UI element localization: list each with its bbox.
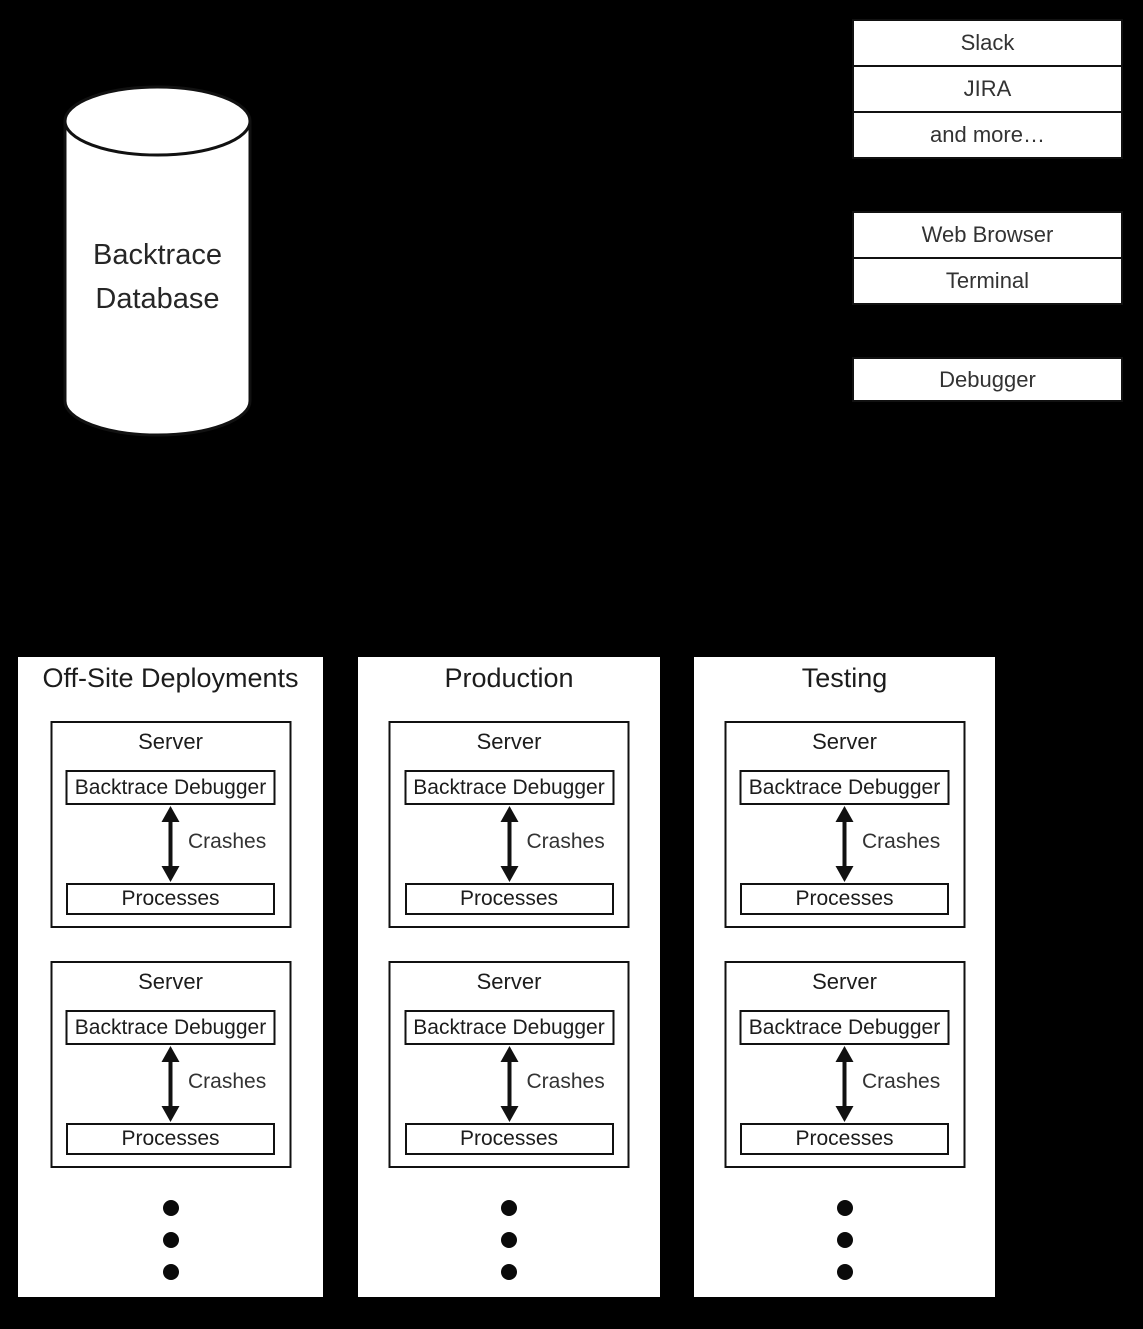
processes-box: Processes <box>404 883 614 915</box>
tools-stack: Debugger <box>852 357 1123 402</box>
panel-offsite-deployments: Off-Site Deployments Server Backtrace De… <box>18 657 323 1297</box>
backtrace-debugger-box: Backtrace Debugger <box>65 1010 276 1045</box>
crashes-double-arrow-icon <box>835 806 854 882</box>
dot <box>162 1264 179 1280</box>
tool-debugger: Debugger <box>852 357 1123 402</box>
database-label-line1: Backtrace <box>93 239 222 271</box>
more-servers-ellipsis <box>501 1200 517 1280</box>
server-label: Server <box>138 969 203 994</box>
server-card: Server Backtrace Debugger Crashes Proces… <box>50 721 291 928</box>
database-cylinder-icon <box>63 85 252 437</box>
backtrace-debugger-box: Backtrace Debugger <box>739 770 950 805</box>
backtrace-database-cylinder: Backtrace Database <box>63 85 252 437</box>
crashes-label: Crashes <box>188 830 267 853</box>
server-card: Server Backtrace Debugger Crashes Proces… <box>50 961 291 1168</box>
processes-box: Processes <box>66 883 275 915</box>
processes-box: Processes <box>404 1123 614 1155</box>
panel-title-testing: Testing <box>801 663 888 693</box>
backtrace-debugger-box: Backtrace Debugger <box>739 1010 950 1045</box>
server-label: Server <box>812 969 877 994</box>
server-label: Server <box>138 729 203 754</box>
integration-more: and more… <box>852 111 1123 159</box>
server-card: Server Backtrace Debugger Crashes Proces… <box>724 721 965 928</box>
dot <box>836 1200 853 1216</box>
more-servers-ellipsis <box>836 1200 853 1280</box>
crashes-label: Crashes <box>526 830 605 853</box>
crashes-label: Crashes <box>862 1070 941 1093</box>
panel-testing: Testing Server Backtrace Debugger Crashe… <box>694 657 995 1297</box>
crashes-double-arrow-icon <box>835 1046 854 1122</box>
dot <box>836 1232 853 1248</box>
processes-box: Processes <box>66 1123 275 1155</box>
processes-box: Processes <box>740 883 949 915</box>
crashes-label: Crashes <box>188 1070 267 1093</box>
crashes-double-arrow-icon <box>500 806 518 882</box>
server-label: Server <box>812 729 877 754</box>
more-servers-ellipsis <box>162 1200 179 1280</box>
dot <box>836 1264 853 1280</box>
dot <box>162 1200 179 1216</box>
server-card: Server Backtrace Debugger Crashes Proces… <box>388 961 630 1168</box>
backtrace-debugger-box: Backtrace Debugger <box>404 1010 614 1045</box>
client-terminal: Terminal <box>852 257 1123 305</box>
server-label: Server <box>476 969 542 994</box>
panel-production: Production Server Backtrace Debugger Cra… <box>358 657 660 1297</box>
integration-jira: JIRA <box>852 65 1123 113</box>
panel-title-production: Production <box>444 663 574 693</box>
crashes-label: Crashes <box>862 830 941 853</box>
dot <box>501 1200 517 1216</box>
processes-box: Processes <box>740 1123 949 1155</box>
panel-title-offsite: Off-Site Deployments <box>42 663 299 693</box>
server-card: Server Backtrace Debugger Crashes Proces… <box>388 721 630 928</box>
dot <box>501 1232 517 1248</box>
dot <box>501 1264 517 1280</box>
crashes-double-arrow-icon <box>161 806 180 882</box>
database-label-line2: Database <box>95 283 220 315</box>
dot <box>162 1232 179 1248</box>
backtrace-debugger-box: Backtrace Debugger <box>404 770 614 805</box>
clients-stack: Web Browser Terminal <box>852 211 1123 305</box>
database-label: Backtrace Database <box>63 233 252 321</box>
crashes-double-arrow-icon <box>161 1046 180 1122</box>
backtrace-debugger-box: Backtrace Debugger <box>65 770 276 805</box>
crashes-double-arrow-icon <box>500 1046 518 1122</box>
integration-slack: Slack <box>852 19 1123 67</box>
crashes-label: Crashes <box>526 1070 605 1093</box>
client-web-browser: Web Browser <box>852 211 1123 259</box>
integrations-stack: Slack JIRA and more… <box>852 19 1123 159</box>
server-label: Server <box>476 729 542 754</box>
server-card: Server Backtrace Debugger Crashes Proces… <box>724 961 965 1168</box>
